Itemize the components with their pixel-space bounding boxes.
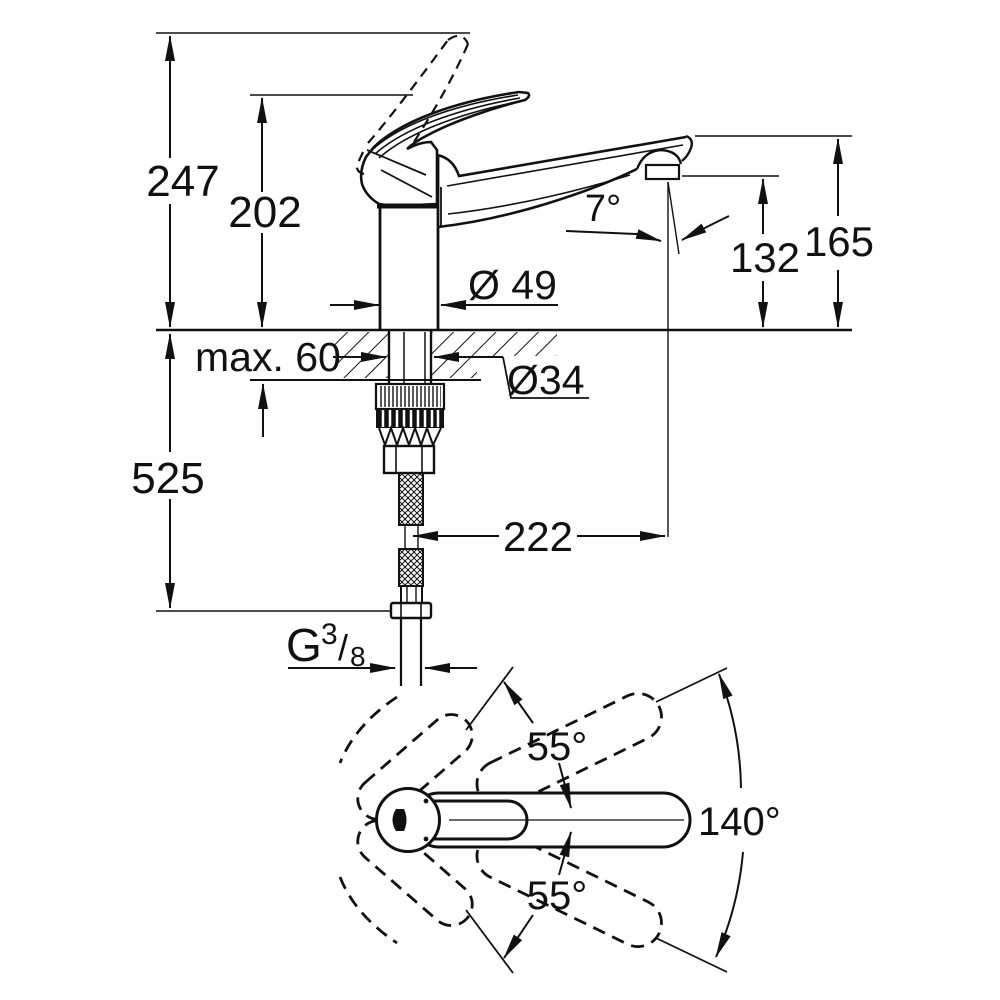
cap-dot-lower (423, 836, 429, 842)
dimension-55-upper: 55° (503, 681, 588, 809)
mounting-assembly (374, 331, 446, 686)
handle-rotated-down (356, 819, 474, 927)
handle-rotated-up (356, 713, 474, 821)
dimension-7deg: 7° (565, 188, 730, 242)
dim-handle-height-label: 202 (228, 188, 301, 237)
faucet-body (355, 34, 694, 330)
aerator-dome (635, 148, 683, 170)
dimension-max60: max. 60 (195, 334, 341, 437)
spout-top-accent (446, 144, 684, 187)
dim-max-mounting-label: max. 60 (195, 334, 341, 380)
threaded-shank (387, 331, 433, 384)
connection-tube (399, 618, 423, 686)
dimension-g38: G 3 / 8 (286, 618, 477, 673)
cap-plan (375, 787, 441, 853)
handle-top-shading (371, 94, 522, 159)
spout-inner-line (447, 174, 631, 215)
dim-spout-height-label: 165 (804, 218, 874, 265)
side-view: 247 202 7° 132 165 (131, 32, 874, 686)
handle-lever (359, 90, 531, 208)
dimension-dia49: Ø 49 (330, 262, 558, 310)
faucet-plan-view (375, 787, 692, 853)
dimension-132: 132 (730, 178, 800, 328)
thread-divider: / (338, 627, 348, 668)
dim-swivel-upper-label: 55° (527, 725, 588, 769)
thread-letter: G (286, 619, 322, 671)
dim-swivel-total-label: 140° (698, 800, 781, 844)
claw-washer (378, 424, 442, 449)
water-stream-line (667, 181, 680, 255)
radial-line-upper-right (655, 667, 728, 703)
lock-ring-ribs (381, 410, 440, 427)
spout-underside (437, 167, 638, 229)
handle-base-lines (366, 149, 433, 198)
dim-hose-drop-label: 525 (131, 454, 204, 503)
braided-hose-lower (398, 548, 424, 587)
dim-body-diameter-label: Ø 49 (468, 262, 557, 308)
mounting-nut (382, 444, 436, 475)
handle-raised-position (355, 34, 470, 176)
dimension-525: 525 (131, 333, 205, 609)
spout-rotated-down (475, 831, 663, 948)
dimension-247: 247 (141, 35, 227, 328)
hose-collar (400, 585, 423, 604)
aerator-outlet (644, 163, 681, 181)
spout-tip-face (681, 134, 694, 162)
cap-dot-upper (423, 798, 429, 804)
dimension-165: 165 (804, 138, 874, 328)
dimension-55-lower: 55° (503, 831, 588, 959)
dim-overall-height-label: 247 (146, 157, 219, 206)
dim-swivel-lower-label: 55° (527, 874, 588, 918)
thread-denominator: 8 (350, 641, 366, 672)
dim-outlet-height-label: 132 (730, 234, 800, 281)
hose-nut (389, 601, 433, 620)
handle-butt-arc-upper (338, 695, 398, 764)
lever-slot (392, 809, 407, 831)
shank-inner-lines (403, 332, 426, 384)
dim-spout-angle-label: 7° (585, 188, 621, 230)
spout-top-edge (436, 135, 687, 178)
dim-reach-label: 222 (503, 513, 573, 560)
swivel-range-view: 55° 55° 140° (338, 666, 781, 974)
handle-butt-arc-lower (338, 876, 398, 945)
arc-140-lower (715, 851, 744, 958)
thread-numerator: 3 (321, 618, 338, 651)
rotated-positions-dashed (338, 692, 663, 948)
radial-line-lower-left (465, 909, 514, 974)
spout-rotated-up (475, 692, 663, 809)
dimension-202: 202 (228, 97, 302, 328)
radial-line-lower-right (655, 937, 728, 973)
braided-hose-upper (398, 472, 424, 526)
dim-hole-diameter-label: Ø34 (507, 357, 585, 403)
radial-line-upper-left (465, 666, 514, 731)
dimension-222: 222 (412, 513, 666, 560)
dimension-dia34: Ø34 (333, 352, 589, 403)
arc-140-upper (718, 673, 742, 789)
